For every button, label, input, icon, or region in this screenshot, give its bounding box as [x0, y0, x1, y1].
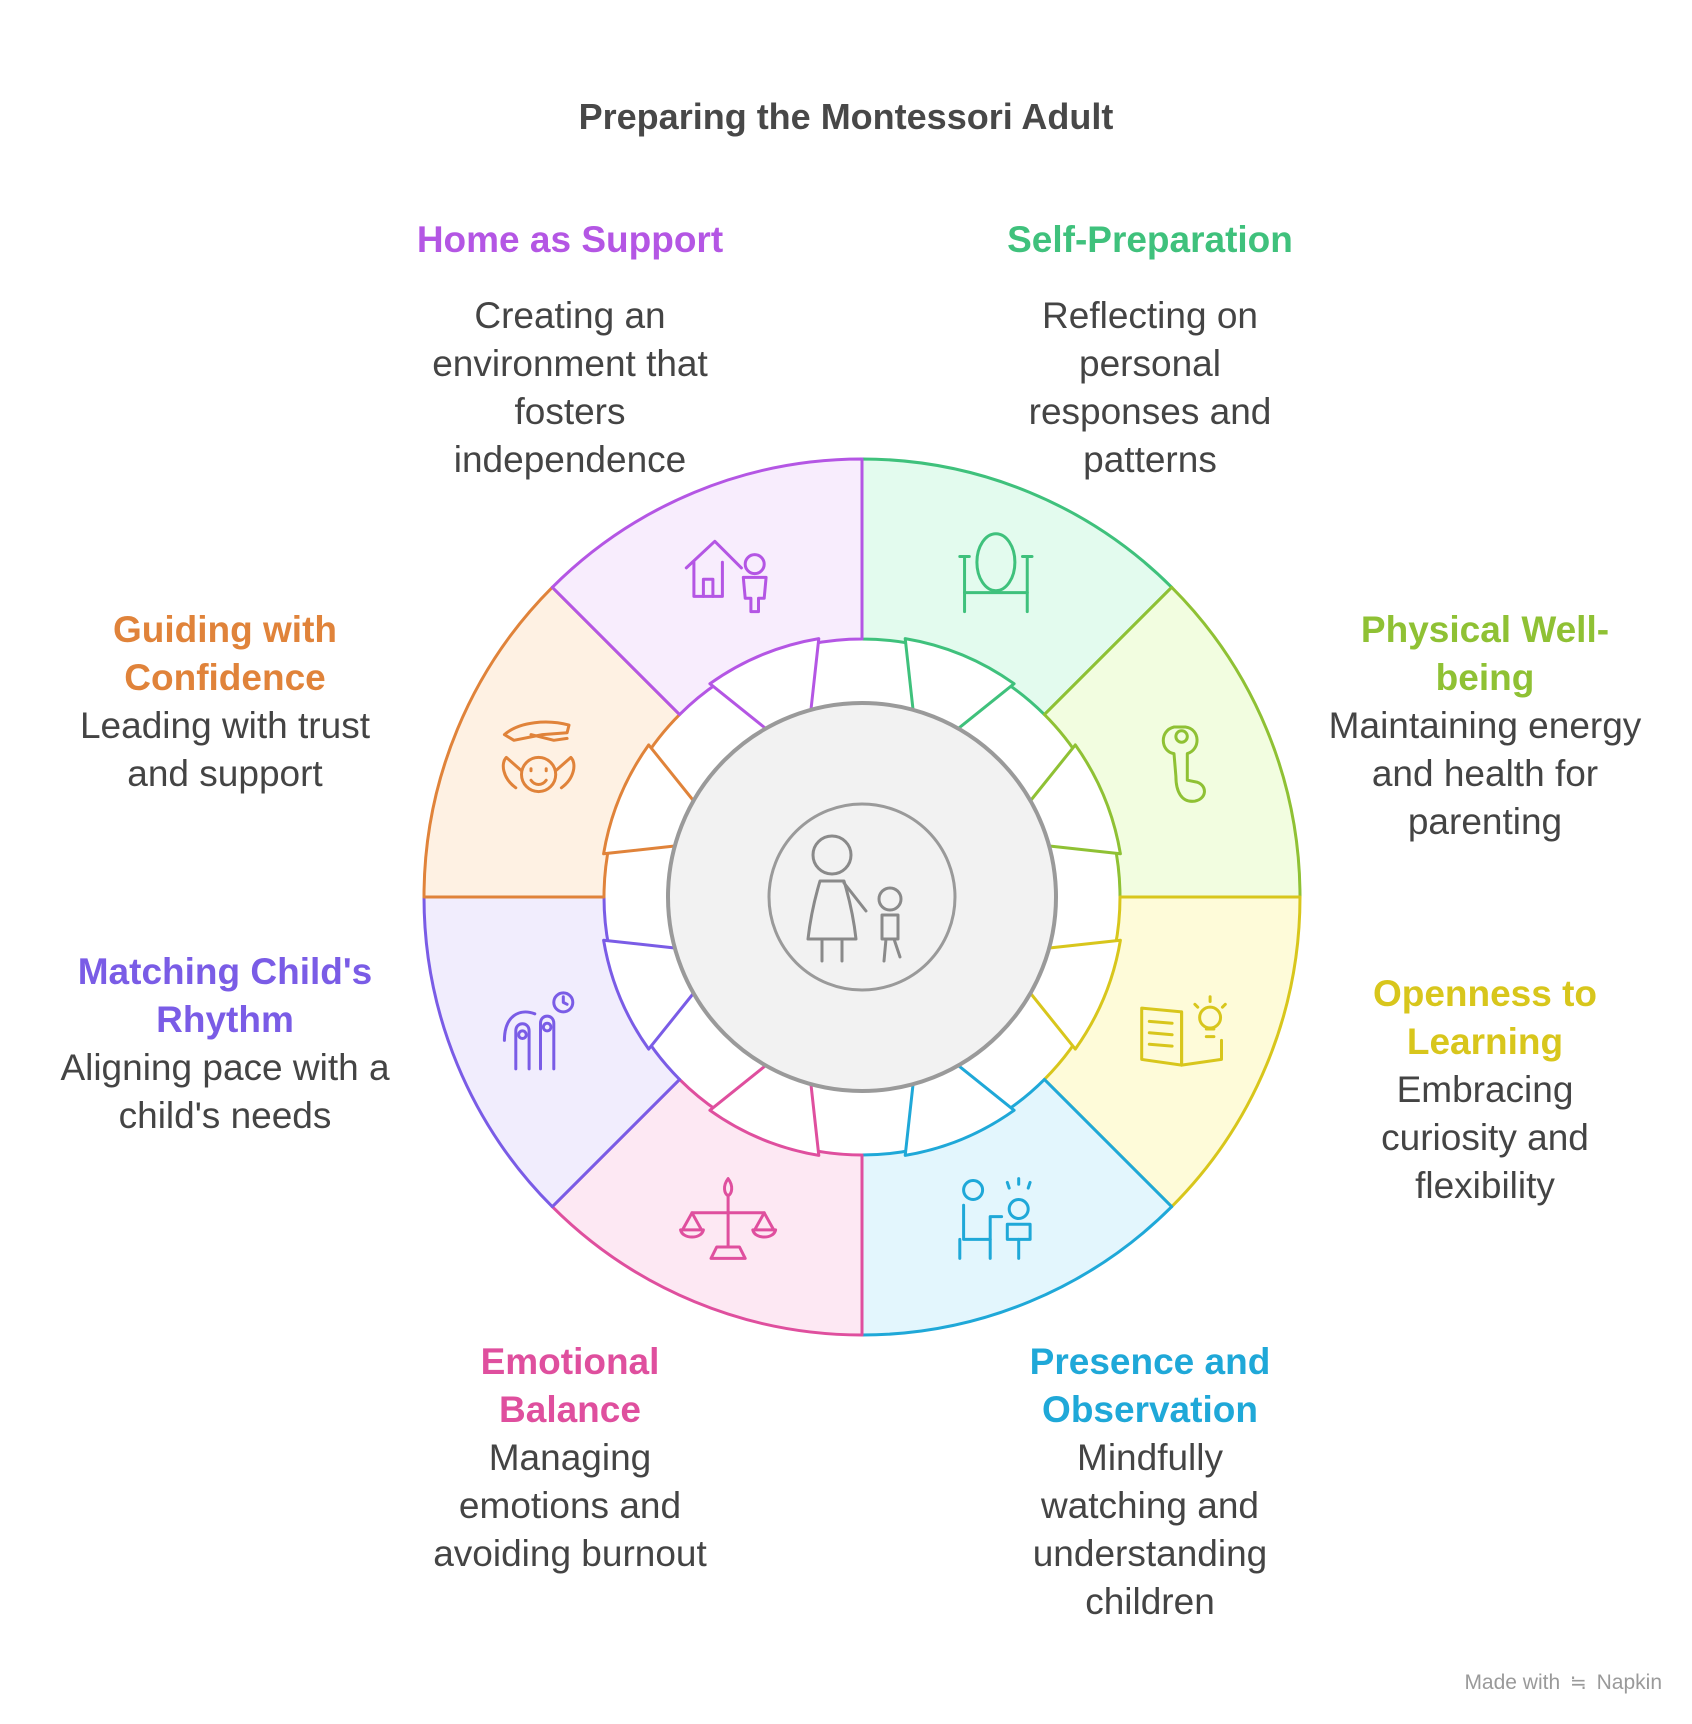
segment-title-home-support: Home as Support	[416, 219, 724, 260]
segment-description-home-support: Creating an environment that fosters ind…	[432, 295, 708, 480]
footer-credit: Made with ≒ Napkin	[1464, 1670, 1662, 1695]
adult-and-child-icon	[806, 834, 903, 963]
segment-title-self-preparation: Self-Preparation	[1007, 219, 1293, 260]
hand-over-child-icon	[501, 720, 576, 794]
segment-description-self-preparation: Reflecting on personal responses and pat…	[1028, 295, 1272, 480]
balance-scale-icon	[679, 1177, 778, 1260]
center-hub	[666, 701, 1058, 1093]
segment-description-presence-observation: Mindfully watching and understanding chi…	[1032, 1437, 1268, 1622]
segment-title-guiding-confidence: Guiding with Confidence	[112, 609, 337, 698]
home-person-icon	[684, 539, 768, 614]
fingers-clock-icon	[502, 991, 575, 1071]
segment-description-openness-to-learning: Embracing curiosity and flexibility	[1381, 1069, 1589, 1206]
segment-title-matching-rhythm: Matching Child's Rhythm	[77, 951, 373, 1040]
adult-watching-child-icon	[958, 1177, 1032, 1260]
footer-brand: Napkin	[1596, 1671, 1662, 1694]
segment-title-physical-wellbeing: Physical Well-being	[1360, 609, 1610, 698]
segment-description-physical-wellbeing: Maintaining energy and health for parent…	[1328, 705, 1642, 842]
segment-description-guiding-confidence: Leading with trust and support	[79, 705, 370, 794]
mirror-icon	[958, 532, 1034, 614]
segment-description-emotional-balance: Managing emotions and avoiding burnout	[433, 1437, 707, 1574]
segment-title-emotional-balance: Emotional Balance	[480, 1341, 660, 1430]
book-lightbulb-icon	[1140, 995, 1227, 1067]
muscle-arm-icon	[1161, 725, 1206, 803]
napkin-logo-icon: ≒	[1570, 1672, 1587, 1694]
segment-title-openness-to-learning: Openness to Learning	[1372, 973, 1598, 1062]
page-title: Preparing the Montessori Adult	[578, 96, 1114, 137]
footer-made-with: Made with	[1464, 1671, 1561, 1694]
center-hub-inner-ring	[767, 802, 957, 992]
segment-title-presence-observation: Presence and Observation	[1029, 1341, 1271, 1430]
segment-description-matching-rhythm: Aligning pace with a child's needs	[60, 1047, 390, 1136]
